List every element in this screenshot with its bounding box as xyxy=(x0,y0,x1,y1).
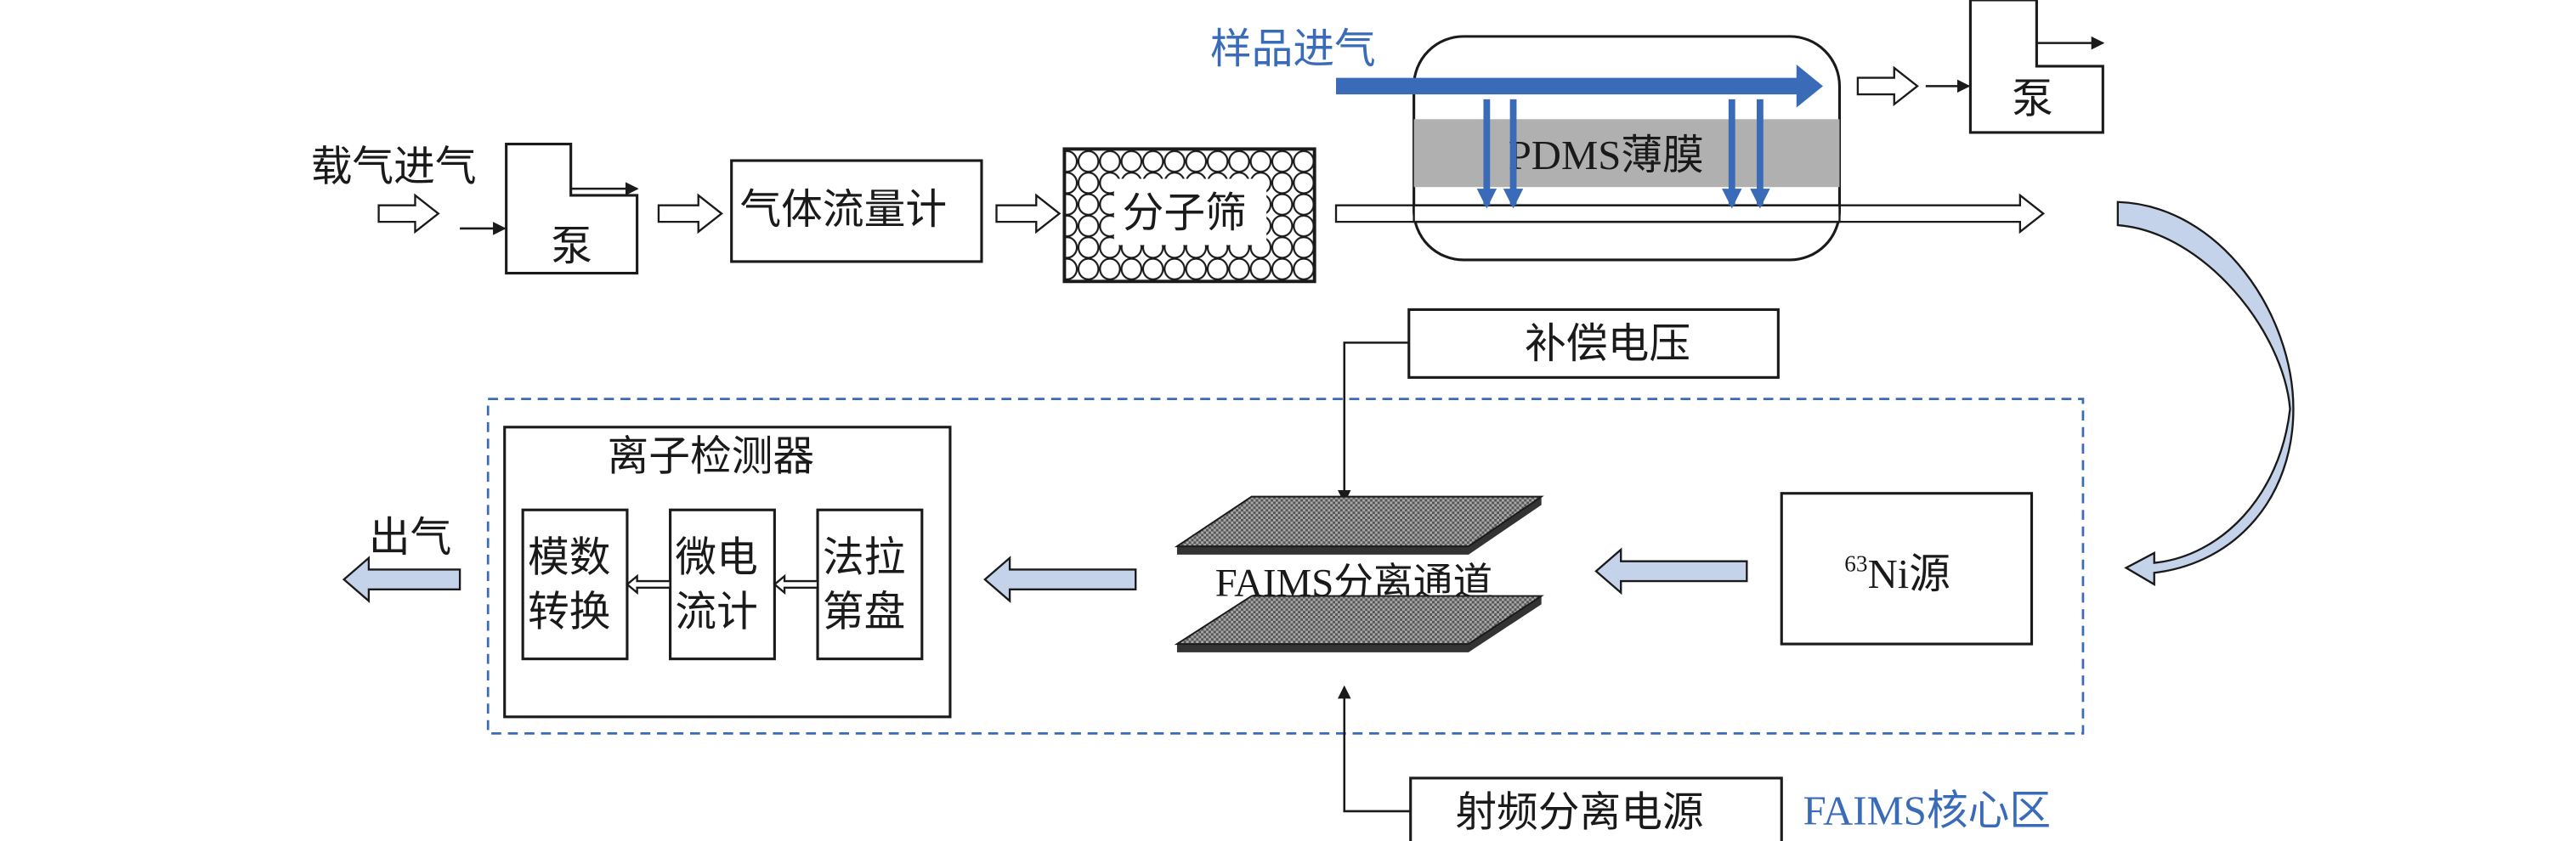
faims-bottom-plate xyxy=(1174,595,1544,652)
faims-top-plate xyxy=(1174,495,1544,555)
permeation-arrows xyxy=(1476,99,1770,209)
faims-core-zone-label: FAIMS核心区 xyxy=(1803,788,2051,834)
adc-label-line1: 模数 xyxy=(528,534,610,580)
rf-power-label: 射频分离电源 xyxy=(1455,789,1703,835)
curved-flow-arrow-icon xyxy=(2116,200,2295,586)
sample-gas-inlet-label: 样品进气 xyxy=(1210,26,1376,72)
molecular-sieve-label: 分子筛 xyxy=(1123,190,1247,236)
sample-inlet-arrow-icon xyxy=(1336,65,1823,108)
outlet-label: 出气 xyxy=(369,515,451,561)
adc-label-line2: 转换 xyxy=(528,590,610,635)
faims-core-zone xyxy=(486,398,2085,735)
small-hollow-arrow-icon xyxy=(773,573,819,595)
gas-flow-meter-label: 气体流量计 xyxy=(739,187,947,233)
rf-power-box[interactable] xyxy=(1409,776,1783,841)
carrier-pipe-overlay xyxy=(1413,204,1841,223)
carrier-gas-inlet-label: 载气进气 xyxy=(311,144,477,189)
ion-flow-arrow-icon xyxy=(1594,547,1748,595)
pump2-label: 泵 xyxy=(2012,76,2053,122)
flow-arrow-icon xyxy=(657,193,723,234)
faraday-plate-label-line2: 第盘 xyxy=(823,590,905,635)
flow-arrow-icon xyxy=(995,193,1062,234)
micro-ammeter-block[interactable] xyxy=(669,508,776,661)
pump1-label: 泵 xyxy=(551,223,592,269)
small-hollow-arrow-icon xyxy=(626,573,671,595)
ion-detector-title: 离子检测器 xyxy=(608,433,815,479)
compensation-voltage-label: 补偿电压 xyxy=(1525,321,1690,367)
carrier-inlet-hollow-arrow-icon xyxy=(377,193,440,234)
outlet-arrow-icon xyxy=(342,556,461,603)
ni63-isotope-superscript: 63 xyxy=(1844,550,1867,576)
ni63-source-label: 63Ni源 xyxy=(1844,550,1950,596)
micro-ammeter-label-line1: 微电 xyxy=(675,534,757,580)
ion-flow-arrow-icon xyxy=(983,556,1137,603)
micro-ammeter-label-line2: 流计 xyxy=(675,590,757,635)
faraday-plate-block[interactable] xyxy=(816,508,924,661)
ni63-source-text: Ni源 xyxy=(1868,551,1950,597)
gas-flow-meter[interactable] xyxy=(730,159,983,263)
ni63-source[interactable] xyxy=(1780,492,2034,646)
pdms-membrane-label: PDMS薄膜 xyxy=(1509,133,1704,178)
pump2-body[interactable] xyxy=(1968,0,2104,134)
molecular-sieve-label-bg xyxy=(1113,178,1267,246)
rf-power-line xyxy=(1337,685,1411,813)
compensation-voltage-line xyxy=(1337,341,1409,504)
flow-arrow-icon xyxy=(1856,65,1919,107)
faraday-plate-label-line1: 法拉 xyxy=(823,534,905,580)
adc-block[interactable] xyxy=(521,508,629,661)
